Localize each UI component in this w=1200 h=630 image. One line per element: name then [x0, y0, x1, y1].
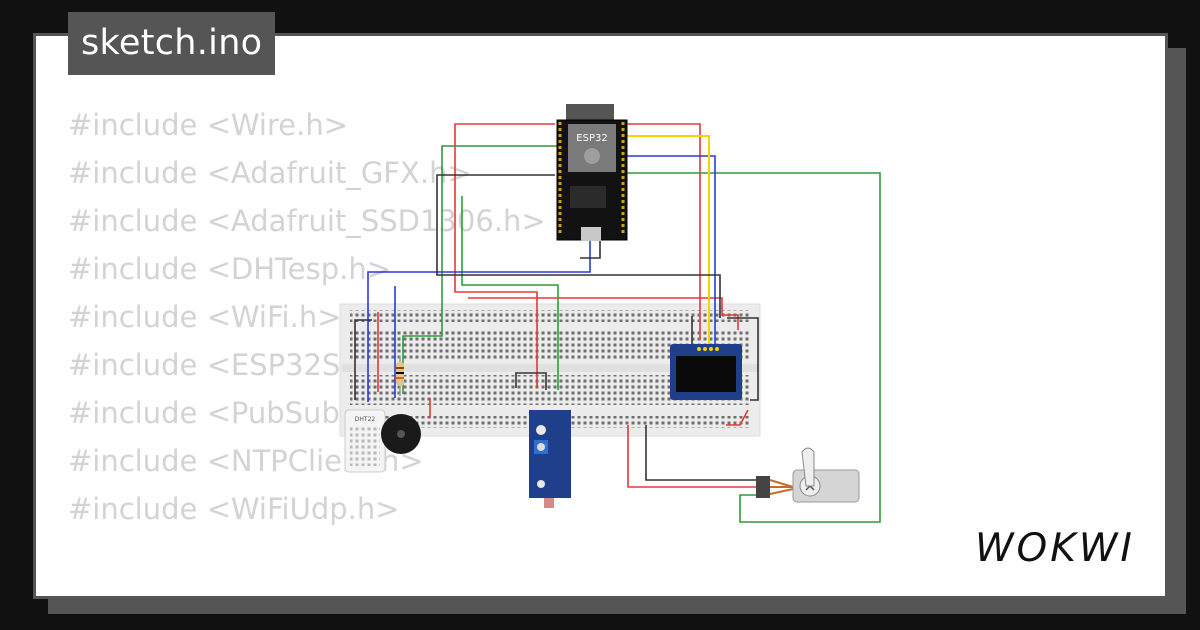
esp32-antenna	[566, 104, 614, 122]
code-listing: #include <Wire.h> #include <Adafruit_GFX…	[68, 104, 546, 536]
code-line: #include <ESP32Se	[68, 348, 359, 382]
code-line: #include <Wire.h>	[68, 108, 349, 142]
wire-green[interactable]	[627, 172, 881, 523]
servo-motor[interactable]	[756, 447, 860, 503]
esp32-chip	[570, 186, 606, 208]
code-line: #include <PubSub	[68, 396, 340, 430]
wire-black[interactable]	[645, 425, 756, 481]
ldr-module[interactable]	[529, 410, 571, 508]
servo-horn	[801, 447, 815, 487]
wire-red[interactable]	[625, 123, 701, 340]
oled-screen	[676, 356, 736, 392]
esp32-board[interactable]: ESP32	[556, 104, 628, 241]
wire-black[interactable]	[727, 317, 759, 401]
dht22-label: DHT22	[355, 416, 376, 423]
resistor[interactable]	[396, 356, 404, 396]
esp32-label: ESP32	[576, 133, 607, 144]
code-line: #include <Adafruit_SSD1306.h>	[68, 204, 546, 238]
wire-green[interactable]	[461, 196, 559, 390]
code-line: #include <DHTesp.h>	[68, 252, 392, 286]
wire-black[interactable]	[436, 174, 721, 318]
wire-red[interactable]	[627, 425, 756, 488]
usb-port	[581, 227, 601, 241]
photoresistor	[544, 498, 554, 508]
code-line: #include <WiFi.h>	[68, 300, 342, 334]
buzzer[interactable]	[381, 414, 421, 454]
power-rail-top	[350, 310, 750, 322]
wire-blue[interactable]	[625, 155, 716, 345]
code-line: #include <WiFiUdp.h>	[68, 492, 400, 526]
code-line: #include <Adafruit_GFX.h>	[68, 156, 472, 190]
oled-display[interactable]	[670, 344, 742, 400]
dht22-sensor[interactable]: DHT22	[344, 409, 386, 473]
file-tab[interactable]: sketch.ino	[68, 12, 276, 75]
servo-connector	[756, 476, 770, 498]
wokwi-logo: WOKWI	[975, 526, 1135, 571]
wire-red[interactable]	[454, 123, 555, 388]
wire-black[interactable]	[354, 319, 372, 400]
breadboard-gap	[342, 364, 758, 372]
wire-red[interactable]	[468, 297, 739, 330]
wire-blue[interactable]	[367, 214, 591, 402]
wire-green[interactable]	[402, 145, 558, 394]
wire-red[interactable]	[726, 409, 749, 426]
espressif-logo	[584, 148, 600, 164]
dht22-grille	[350, 426, 380, 466]
wire-black[interactable]	[515, 372, 547, 390]
wires	[354, 123, 881, 523]
